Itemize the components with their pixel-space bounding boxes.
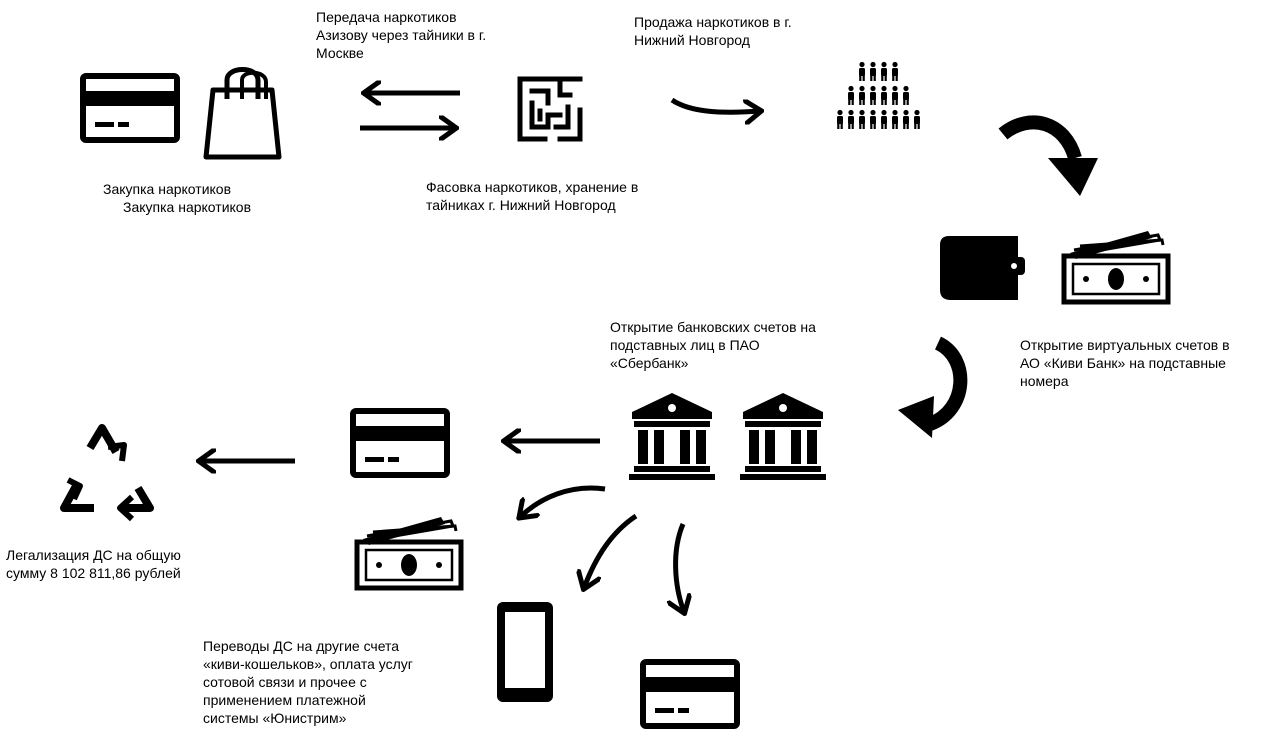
person-figure (848, 109, 854, 129)
arrow-to-phone (584, 513, 638, 588)
label-transfer-moscow: Передача наркотиков Азизову через тайник… (316, 9, 487, 61)
credit-card-icon (643, 662, 737, 726)
cash-icon (357, 517, 461, 588)
person-figure (870, 109, 876, 129)
label-virtual-accounts: Открытие виртуальных счетов в АО «Киви Б… (1020, 337, 1230, 389)
person-figure (892, 61, 898, 81)
label-sale-nn: Продажа наркотиков в г. Нижний Новгород (634, 14, 792, 48)
credit-card-icon (83, 76, 177, 140)
person-figure (881, 85, 887, 105)
recycle-icon (60, 424, 154, 522)
cash-icon (1064, 231, 1168, 302)
person-figure (903, 85, 909, 105)
person-figure (870, 85, 876, 105)
smartphone-icon (497, 602, 553, 702)
label-legalization: Легализация ДС на общую сумму 8 102 811,… (6, 547, 181, 581)
person-figure (870, 61, 876, 81)
big-curved-arrow-1 (998, 115, 1098, 196)
label-packaging: Фасовка наркотиков, хранение в тайниках … (426, 179, 639, 213)
bank-icon (629, 393, 715, 480)
person-figure (903, 109, 909, 129)
arrow-to-bottom-card (676, 523, 684, 612)
arrow-to-cash (520, 485, 606, 517)
two-way-arrows (360, 93, 460, 128)
big-curved-arrow-2 (898, 336, 968, 438)
label-transfers: Переводы ДС на другие счета «киви-кошель… (203, 638, 413, 726)
curved-arrow (670, 97, 760, 112)
person-figure (859, 109, 865, 129)
label-purchase: Закупка наркотиков Закупка наркотиков (103, 181, 252, 215)
person-figure (914, 109, 920, 129)
label-bank-accounts: Открытие банковских счетов на подставных… (610, 319, 816, 371)
person-figure (881, 109, 887, 129)
maze-icon (517, 76, 583, 142)
person-figure (859, 61, 865, 81)
shopping-bag-icon (203, 67, 282, 160)
person-figure (881, 61, 887, 81)
person-figure (892, 109, 898, 129)
person-figure (859, 85, 865, 105)
crowd-icon (837, 61, 920, 129)
person-figure (848, 85, 854, 105)
wallet-icon (940, 236, 1025, 300)
credit-card-icon (353, 411, 447, 475)
person-figure (837, 109, 843, 129)
bank-icon (740, 393, 826, 480)
person-figure (892, 85, 898, 105)
